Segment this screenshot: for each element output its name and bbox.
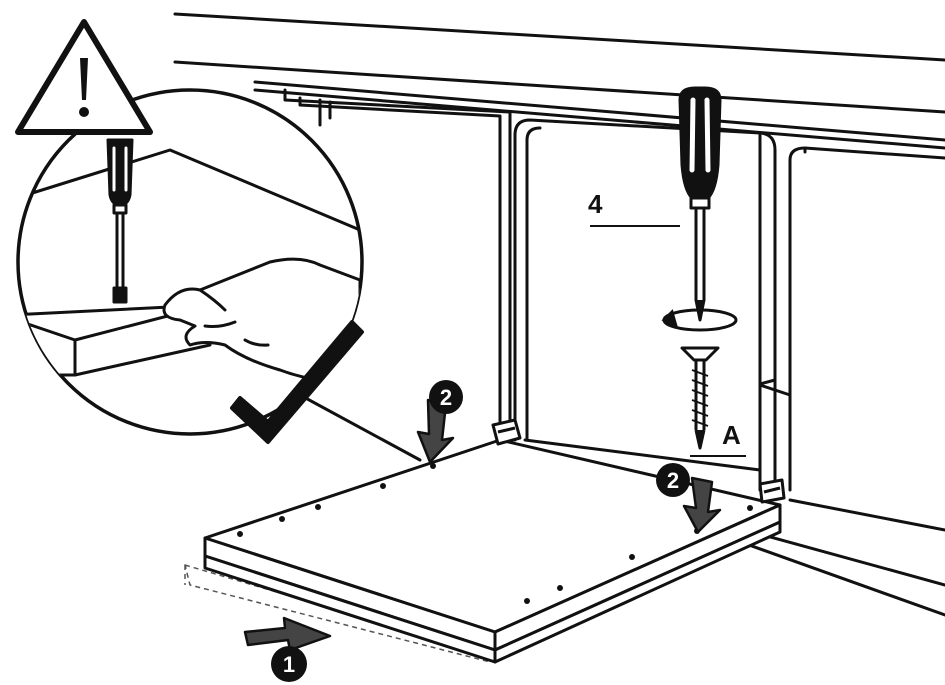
detail-zoom-circle (16, 88, 364, 436)
warning-triangle-icon (15, 19, 153, 135)
step-2-badge-right: 2 (656, 463, 690, 497)
callout-a: A (690, 420, 746, 457)
cabinet-frame (173, 12, 945, 617)
screwdriver-icon (678, 86, 722, 322)
svg-text:A: A (722, 420, 741, 450)
rotate-arrow-icon (661, 308, 738, 332)
shelf-board (184, 438, 782, 664)
push-down-arrow-right (682, 476, 722, 534)
shelf-support-left (491, 418, 522, 446)
slide-in-arrow (243, 616, 332, 652)
svg-text:2: 2 (440, 385, 452, 410)
step-1-badge: 1 (271, 646, 307, 682)
screw-icon (680, 346, 720, 450)
screwdriver-detail-icon (106, 138, 134, 304)
checkmark-icon (230, 320, 364, 444)
shelf-support-right (758, 478, 786, 504)
svg-text:2: 2 (667, 468, 679, 493)
svg-text:1: 1 (283, 652, 295, 677)
svg-text:4: 4 (588, 189, 603, 219)
callout-4: 4 (588, 189, 680, 227)
step-2-badge-left: 2 (429, 380, 463, 414)
hand-icon (162, 257, 362, 383)
